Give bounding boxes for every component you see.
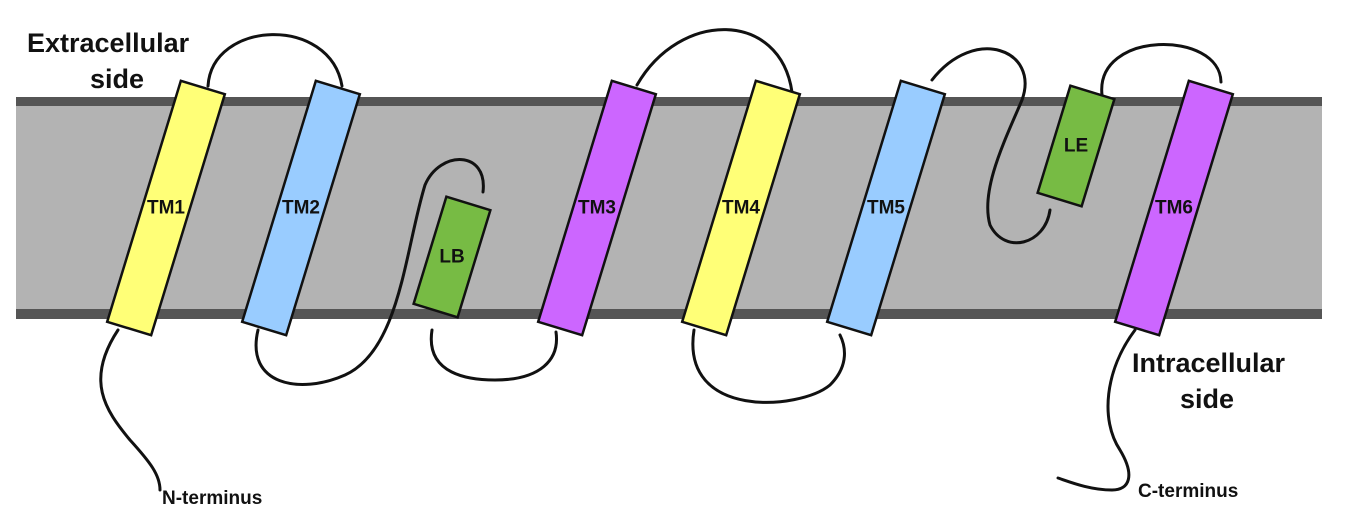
membrane-bottom-edge (16, 309, 1322, 319)
membrane-top-edge (16, 97, 1322, 106)
loop-le-tm6 (1100, 43, 1223, 97)
helix-tm3-body (536, 79, 658, 337)
helix-tm1: TM1 (105, 79, 227, 337)
helix-lb: LB (412, 195, 492, 319)
loop-tm4-tm5 (691, 328, 846, 404)
intracellular-label-line2: side (1180, 384, 1234, 414)
c-terminus-label: C-terminus (1138, 481, 1238, 502)
helix-le-label: LE (1064, 136, 1088, 157)
n-terminus-label: N-terminus (162, 488, 262, 509)
helix-tm5: TM5 (825, 79, 947, 337)
helix-le: LE (1036, 84, 1116, 208)
helix-tm4: TM4 (680, 79, 802, 337)
helix-tm3: TM3 (536, 79, 658, 337)
helix-tm2: TM2 (240, 79, 362, 337)
helix-tm4-body (680, 79, 802, 337)
helix-tm6-body (1113, 79, 1235, 337)
helix-lb-label: LB (439, 247, 464, 268)
helix-tm4-label: TM4 (722, 198, 760, 219)
helix-tm6-label: TM6 (1155, 198, 1193, 219)
loop-tm3-tm4 (635, 28, 794, 94)
helix-tm5-body (825, 79, 947, 337)
n-terminal-tail (99, 328, 162, 492)
loop-tm1-tm2 (206, 33, 344, 88)
loop-tm2-lb (254, 158, 485, 387)
membrane-band (16, 100, 1322, 319)
helix-tm3-label: TM3 (578, 198, 616, 219)
loop-lb-tm3 (429, 328, 558, 382)
extracellular-label-line2: side (90, 64, 144, 94)
helix-le-body (1036, 84, 1116, 208)
helix-tm1-label: TM1 (147, 198, 185, 219)
helix-tm2-body (240, 79, 362, 337)
c-terminal-tail (1056, 328, 1137, 492)
extracellular-label-line1: Extracellular (27, 28, 190, 58)
helix-tm6: TM6 (1113, 79, 1235, 337)
helix-tm1-body (105, 79, 227, 337)
loop-tm5-le (930, 47, 1052, 245)
helix-tm5-label: TM5 (867, 198, 905, 219)
helix-lb-body (412, 195, 492, 319)
intracellular-label-line1: Intracellular (1132, 348, 1286, 378)
helix-tm2-label: TM2 (282, 198, 320, 219)
